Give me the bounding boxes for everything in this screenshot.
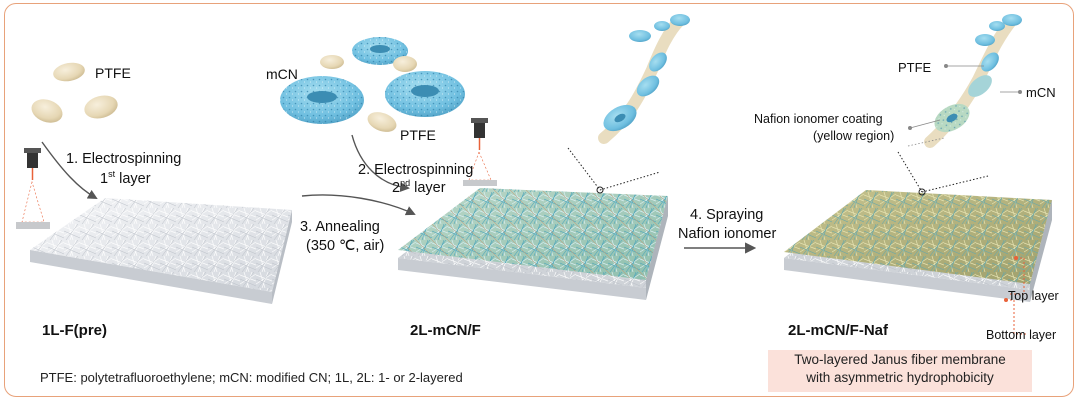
- step1-label: 1. Electrospinning: [66, 151, 181, 167]
- membrane-label-3: 2L-mCN/F-Naf: [788, 322, 889, 339]
- ptfe-label-3: PTFE: [898, 60, 932, 75]
- ptfe-label-2: PTFE: [400, 127, 436, 143]
- step3-sub-label: (350 ℃, air): [306, 238, 384, 254]
- label-pointers: [907, 64, 1022, 147]
- bottom-layer-label: Bottom layer: [986, 328, 1056, 342]
- mcn-ptfe-particles-panel2: [280, 37, 465, 132]
- nafion-label: Nafion ionomer coating: [754, 112, 883, 126]
- membrane-label-1: 1L-F(pre): [42, 322, 107, 339]
- membrane-label-2: 2L-mCN/F: [410, 322, 481, 339]
- membrane-2L-mCN-F: [398, 147, 668, 300]
- step3-label: 3. Annealing: [300, 219, 380, 235]
- ptfe-label-1: PTFE: [95, 65, 131, 81]
- layer-pointers: [1004, 256, 1028, 335]
- arrow-step2: [351, 134, 410, 193]
- step2-sub-label: 2nd layer: [392, 178, 446, 196]
- top-layer-label: Top layer: [1008, 289, 1059, 303]
- mcn-label-2: mCN: [1026, 85, 1056, 100]
- step1-sub-label: 1st layer: [100, 169, 151, 187]
- electrospinning-nozzle-icon: [463, 118, 497, 186]
- step4-label: 4. Spraying: [690, 207, 763, 223]
- membrane-1L-F-pre: [30, 198, 292, 304]
- janus-line-2: with asymmetric hydrophobicity: [806, 370, 994, 385]
- ptfe-particles-panel1: [31, 62, 118, 123]
- mcn-label-1: mCN: [266, 66, 298, 82]
- step2-label: 2. Electrospinning: [358, 162, 473, 178]
- arrow-step1: [41, 141, 98, 199]
- fiber-strand-panel3: [924, 14, 1022, 148]
- fiber-strand-panel2: [598, 14, 690, 144]
- membrane-2L-mCN-F-Naf: [784, 151, 1052, 302]
- janus-membrane-callout: [768, 350, 1032, 392]
- step4-sub-label: Nafion ionomer: [678, 226, 776, 242]
- footnote: PTFE: polytetrafluoroethylene; mCN: modi…: [40, 370, 463, 385]
- diagram-frame: [4, 3, 1074, 397]
- nafion-sub-label: (yellow region): [813, 129, 894, 143]
- janus-line-1: Two-layered Janus fiber membrane: [794, 352, 1006, 367]
- electrospinning-nozzle-icon: [16, 148, 50, 229]
- janus-membrane-text: Two-layered Janus fiber membrane with as…: [768, 351, 1032, 387]
- arrow-step3: [301, 194, 416, 216]
